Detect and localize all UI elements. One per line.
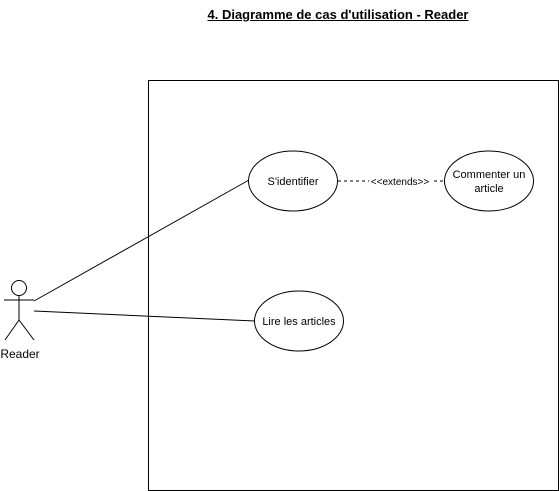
use-case-identify-label: S'identifier <box>267 176 318 188</box>
use-case-read-ellipse <box>254 290 344 352</box>
actor-reader[interactable]: Reader <box>0 280 40 362</box>
actor-right-leg <box>18 319 35 341</box>
use-case-read-label: Lire les articles <box>262 316 336 328</box>
use-case-comment[interactable]: Commenter un article <box>444 150 534 212</box>
association-reader-read <box>33 310 256 322</box>
diagram-title: 4. Diagramme de cas d'utilisation - Read… <box>207 7 469 22</box>
use-case-comment-label-line2: article <box>474 183 503 195</box>
use-case-comment-ellipse <box>444 150 534 212</box>
actor-left-leg <box>4 319 20 341</box>
extends-label-background <box>369 174 431 188</box>
use-case-identify[interactable]: S'identifier <box>248 150 338 212</box>
use-case-identify-ellipse <box>248 150 338 212</box>
system-boundary <box>148 80 559 491</box>
actor-label: Reader <box>0 347 39 361</box>
use-case-comment-label-line1: Commenter un <box>453 169 526 181</box>
use-case-read[interactable]: Lire les articles <box>254 290 344 352</box>
actor-head <box>11 280 27 296</box>
association-reader-identify <box>33 179 250 302</box>
extends-label: <<extends>> <box>371 177 430 188</box>
